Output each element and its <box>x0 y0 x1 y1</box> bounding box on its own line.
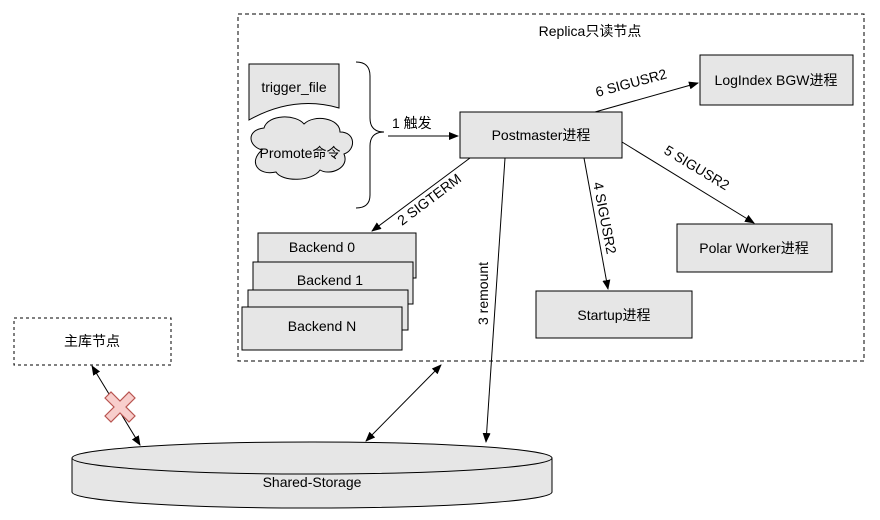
trigger-file-label: trigger_file <box>261 79 327 95</box>
backend-n-box <box>241 306 403 351</box>
trigger-brace <box>355 61 385 209</box>
edge-remount <box>482 157 506 443</box>
edge-trigger-label: 1 触发 <box>392 115 432 131</box>
edge-polar <box>621 141 755 224</box>
edge-startup <box>583 157 611 290</box>
shared-storage-label: Shared-Storage <box>263 474 362 490</box>
edge-polar-label: 5 SIGUSR2 <box>661 142 732 193</box>
edge-logindex <box>594 81 699 113</box>
logindex-bgw-process <box>699 54 854 106</box>
edge-sigterm-label: 2 SIGTERM <box>394 170 464 228</box>
startup-label: Startup进程 <box>577 307 650 323</box>
backend-1-label: Backend 1 <box>297 272 363 288</box>
promote-label: Promote命令 <box>260 145 341 161</box>
backend-n-label: Backend N <box>288 318 356 334</box>
broken-link-cross-icon <box>104 391 136 423</box>
edge-replica-storage <box>365 364 442 442</box>
primary-node-label: 主库节点 <box>64 333 120 349</box>
polar-worker-label: Polar Worker进程 <box>699 240 808 256</box>
edge-sigterm <box>371 157 471 232</box>
logindex-bgw-label: LogIndex BGW进程 <box>715 72 838 88</box>
backend-0-label: Backend 0 <box>289 239 355 255</box>
promote-cloud-shape <box>250 116 353 180</box>
startup-process <box>535 290 693 339</box>
trigger-file-shape <box>248 63 340 121</box>
postmaster-process <box>459 111 623 159</box>
postmaster-label: Postmaster进程 <box>492 127 591 143</box>
polar-worker-process <box>676 223 833 273</box>
primary-node <box>13 317 172 366</box>
replica-title: Replica只读节点 <box>539 23 642 39</box>
edge-remount-label: 3 remount <box>475 262 491 325</box>
shared-storage-top <box>71 441 553 475</box>
replica-region <box>237 13 865 362</box>
